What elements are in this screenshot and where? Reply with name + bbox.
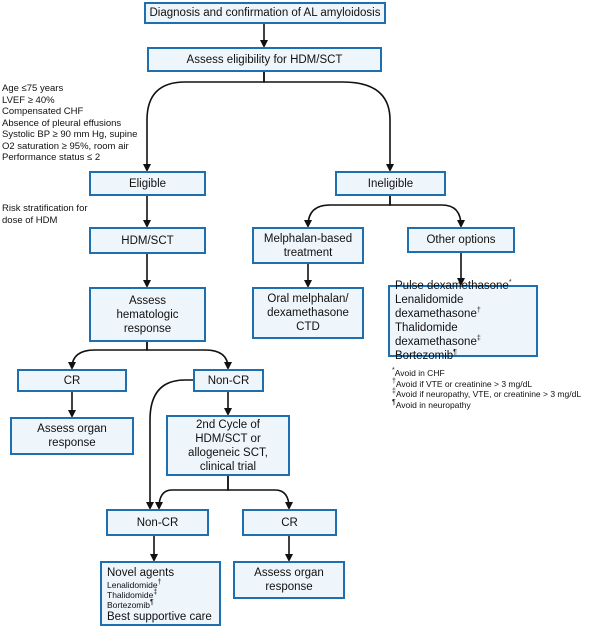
box-assess-hematologic: Assess hematologic response [89,287,206,342]
other-item-4: Bortezomib¶ [395,349,457,362]
cr-bottom-label: CR [281,516,298,529]
melphalan-line-1: Melphalan-based [263,232,353,245]
novel-item-1: Lenalidomide† [107,579,162,590]
box-oral-melphalan: Oral melphalan/ dexamethasone CTD [252,287,364,339]
novel-item-2: Thalidomide‡ [107,589,158,600]
cr-top-label: CR [63,374,81,387]
criteria-item: Age ≤75 years [2,83,64,94]
criteria-item: Compensated CHF [2,106,84,117]
risk-note-line-2: dose of HDM [2,214,58,226]
second-cycle-line-4: clinical trial [199,460,257,473]
ineligible-label: Ineligible [367,177,414,190]
box-assess-eligibility: Assess eligibility for HDM/SCT [147,47,382,72]
criteria-item: O2 saturation ≥ 95%, room air [2,140,129,152]
box-assess-organ-bottom: Assess organ response [233,561,345,599]
novel-item-3: Bortezomib¶ [107,599,154,610]
arrow-assess-to-eligible [143,72,265,172]
footnote-1: *Avoid in CHF [392,367,445,378]
box-assess-organ-top: Assess organ response [10,417,134,455]
box-novel-agents: Novel agents Lenalidomide† Thalidomide‡ … [100,561,221,626]
noncr-top-label: Non-CR [207,374,250,387]
box-diagnosis: Diagnosis and confirmation of AL amyloid… [144,2,386,24]
criteria-item: Performance status ≤ 2 [2,152,101,163]
other-item-1: Pulse dexamethasone* [395,279,512,292]
oral-melphalan-line-2: dexamethasone [267,307,349,319]
novel-footer: Best supportive care [107,611,212,623]
assess-organ-top-line-1: Assess organ [37,423,107,435]
footnote-4: ¶Avoid in neuropathy [392,398,471,410]
assess-heme-line-1: Assess [128,294,167,307]
assess-organ-bottom-line-2: response [265,581,313,593]
box-second-cycle: 2nd Cycle of HDM/SCT or allogeneic SCT, … [166,415,290,476]
assess-heme-line-2: hematologic [116,308,179,321]
assess-organ-bottom-line-1: Assess organ [254,567,324,579]
assess-heme-line-3: response [123,322,172,335]
box-cr-top: CR [17,369,127,392]
melphalan-line-2: treatment [283,246,333,259]
risk-note-line-1: Risk stratification for [2,203,88,214]
other-item-2: Lenalidomide dexamethasone† [395,294,481,320]
criteria-item: Absence of pleural effusions [2,117,122,129]
risk-stratification-note: Risk stratification for dose of HDM [2,203,88,226]
second-cycle-line-2: HDM/SCT or [195,432,261,445]
oral-melphalan-line-3: CTD [296,321,320,333]
arrow-ineligible-to-other [389,196,465,228]
diagnosis-label: Diagnosis and confirmation of AL amyloid… [149,7,381,19]
second-cycle-line-3: allogeneic SCT, [188,446,268,459]
box-noncr-top: Non-CR [193,369,264,392]
hdm-sct-label: HDM/SCT [121,234,174,247]
novel-title: Novel agents [107,567,175,579]
noncr-bottom-label: Non-CR [136,516,179,529]
footnote-3: ‡Avoid if neuropathy, VTE, or creatinine… [392,388,582,399]
box-cr-bottom: CR [242,509,337,536]
arrow-assess-to-ineligible [263,72,394,172]
box-other-options: Other options [407,227,515,253]
box-ineligible: Ineligible [335,171,446,196]
criteria-item: Systolic BP ≥ 90 mm Hg, supine [2,129,138,140]
footnote-2: †Avoid if VTE or creatinine > 3 mg/dL [392,377,533,389]
arrow-noncr-to-noncr-bottom [146,379,193,510]
other-item-3: Thalidomide dexamethasone‡ [395,322,481,348]
box-hdm-sct: HDM/SCT [89,227,206,254]
assess-organ-top-line-2: response [48,437,96,449]
other-options-label: Other options [426,234,496,246]
box-eligible: Eligible [89,171,206,196]
box-noncr-bottom: Non-CR [106,509,209,536]
arrow-heme-to-cr [68,342,148,370]
arrow-cycle-to-cr-bottom [227,476,293,510]
box-other-options-list: Pulse dexamethasone* Lenalidomide dexame… [388,279,538,362]
criteria-item: LVEF ≥ 40% [2,94,55,106]
footnotes: *Avoid in CHF †Avoid if VTE or creatinin… [392,367,582,410]
box-melphalan-based: Melphalan-based treatment [252,227,364,264]
arrow-cycle-to-noncr-bottom [155,476,229,510]
eligible-label: Eligible [128,177,167,190]
oral-melphalan-line-1: Oral melphalan/ [267,293,349,305]
arrow-ineligible-to-melphalan [304,196,391,228]
eligibility-criteria: Age ≤75 years LVEF ≥ 40% Compensated CHF… [2,83,137,164]
arrow-heme-to-noncr [146,342,232,370]
assess-eligibility-label: Assess eligibility for HDM/SCT [186,53,343,66]
second-cycle-line-1: 2nd Cycle of [196,418,260,431]
